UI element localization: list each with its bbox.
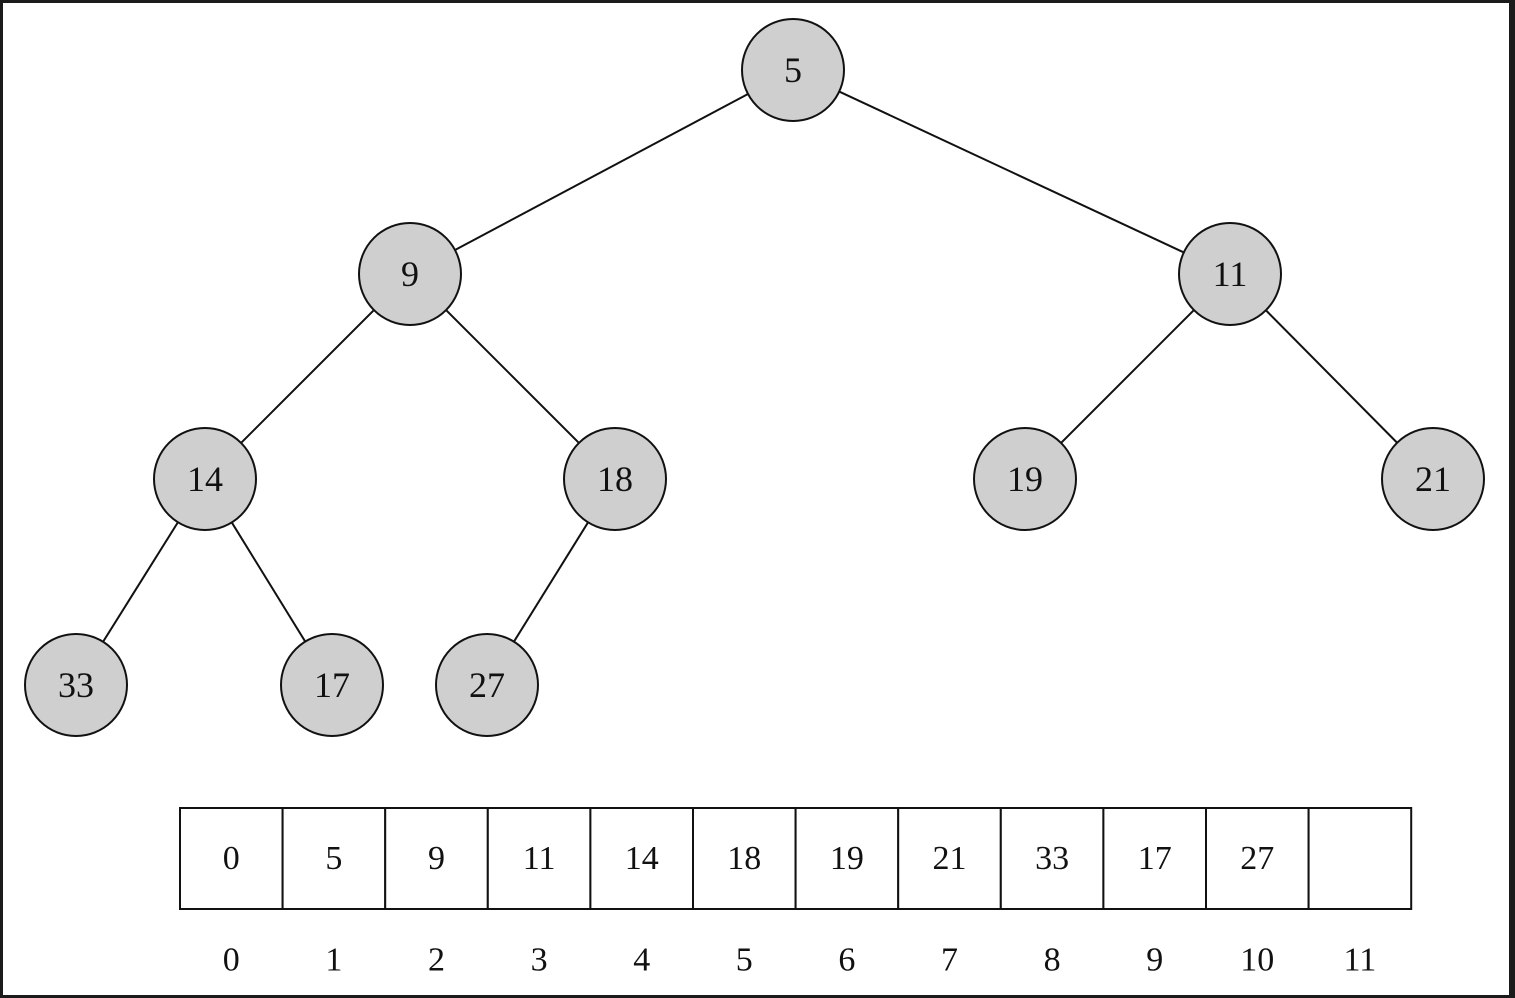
tree-node: 19 [973,427,1077,531]
array-index-label: 6 [838,942,855,979]
tree-edge [513,521,589,643]
array-cell-box [794,807,900,910]
array-index-label: 10 [1240,942,1274,979]
tree-node: 11 [1178,222,1282,326]
tree-edge [240,309,375,444]
tree-node: 21 [1381,427,1485,531]
tree-node-label: 27 [469,665,505,705]
array-cell: 9 [384,807,489,910]
tree-node-circle [973,427,1077,531]
array-cell: 21 [897,807,1002,910]
tree-edge [1060,309,1195,444]
tree-node: 18 [563,427,667,531]
array-cell-box [1307,807,1413,910]
array-cell-value: 33 [1035,840,1069,877]
array-index-label: 7 [941,942,958,979]
array-indices: 0 1 2 3 4 5 6 7 8 9 10 11 [223,942,1376,979]
tree-edge [102,521,179,643]
tree-node-label: 14 [187,459,223,499]
array-cell-box [692,807,797,910]
array-index-label: 0 [223,942,240,979]
tree-node-label: 11 [1213,254,1248,294]
tree-edge [230,521,307,643]
tree-node-label: 5 [784,50,802,90]
tree-node: 14 [153,427,257,531]
array-cell: 27 [1205,807,1310,910]
array-cell-box [589,807,695,910]
array-index-label: 8 [1044,942,1061,979]
tree-node-label: 9 [401,254,419,294]
array-cell: 14 [589,807,695,910]
tree-node-circle [435,633,539,737]
tree-node-label: 21 [1415,459,1451,499]
array-cell: 19 [794,807,900,910]
tree-node-label: 19 [1007,459,1043,499]
tree-nodes: 5 9 11 14 18 19 21 33 17 27 [24,18,1485,737]
array-cell-value: 11 [523,840,556,877]
array-index-label: 9 [1146,942,1163,979]
tree-node: 17 [280,633,384,737]
array-cell-value: 5 [325,840,342,877]
array-cell: 5 [281,807,387,910]
tree-node-label: 17 [314,665,350,705]
tree-node-label: 33 [58,665,94,705]
array-index-label: 5 [736,942,753,979]
array-cell-value: 27 [1240,840,1274,877]
array-cell-value: 21 [933,840,967,877]
tree-node-circle [563,427,667,531]
tree-node-circle [1381,427,1485,531]
array-cell [1307,807,1413,910]
array-index-label: 4 [633,942,650,979]
array-cell: 18 [692,807,797,910]
tree-node-label: 18 [597,459,633,499]
array-cell: 17 [1102,807,1208,910]
array-index-label: 2 [428,942,445,979]
array-cell-value: 14 [625,840,659,877]
array-cell: 11 [486,807,592,910]
array-cell-box [897,807,1002,910]
array-cell: 0 [179,807,284,910]
tree-node-circle [358,222,462,326]
array-cell-value: 17 [1138,840,1172,877]
tree-edge [454,93,749,251]
heap-array: 0 5 9 11 14 18 19 21 33 17 27 [179,807,1413,910]
array-index-label: 3 [531,942,548,979]
tree-node-circle [280,633,384,737]
tree-node: 27 [435,633,539,737]
tree-node-circle [24,633,128,737]
tree-node: 5 [741,18,845,122]
array-cell-box [384,807,489,910]
array-cell-value: 18 [727,840,761,877]
array-index-label: 11 [1344,942,1377,979]
array-index-label: 1 [325,942,342,979]
tree-edges [102,90,1398,643]
tree-node: 33 [24,633,128,737]
array-cell-box [486,807,592,910]
tree-edge [1265,309,1398,444]
array-cell-value: 19 [830,840,864,877]
tree-node-circle [741,18,845,122]
tree-node-circle [153,427,257,531]
tree-node: 9 [358,222,462,326]
tree-edge [445,309,580,444]
tree-node-circle [1178,222,1282,326]
array-cell-value: 0 [223,840,240,877]
array-cell-value: 9 [428,840,445,877]
array-cell: 33 [999,807,1105,910]
tree-edge [838,90,1185,254]
